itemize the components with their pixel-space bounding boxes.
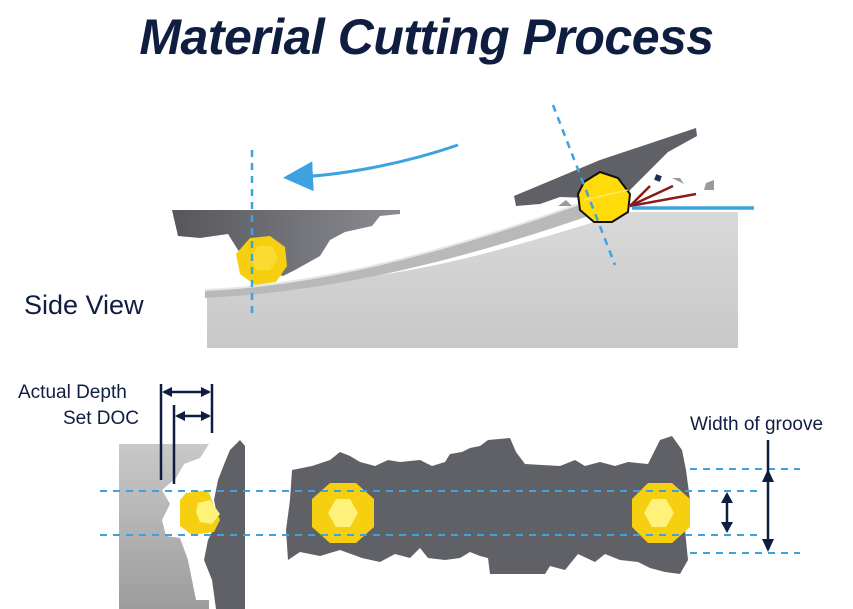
groove-guide-lines [100,468,800,554]
arrowhead-down-icon [721,522,733,533]
chip-fragment [704,180,714,190]
side-view-label: Side View [24,290,144,320]
tool-body-left [172,210,400,276]
width-of-groove-label: Width of groove [690,414,824,435]
motion-arrow-icon [283,143,459,192]
diagram-title: Material Cutting Process [139,9,714,65]
tool-body-section [204,440,245,609]
tool-body-right [514,128,697,206]
actual-depth-label: Actual Depth [18,382,127,403]
workpiece-block [207,212,738,348]
grain-axis-right [551,104,617,266]
abrasive-grain-right [576,170,632,223]
chip-sparks [629,184,697,208]
chip-fragment [558,200,572,206]
chip-fragment [654,174,662,182]
arrowhead-up-icon [721,492,733,503]
groove-top-view [100,436,800,574]
chip-fragment [672,178,684,184]
groove-tool-body [286,436,690,574]
cross-section-group [119,384,245,609]
set-doc-label: Set DOC [63,408,140,429]
dimension-arrowheads [162,387,211,421]
grain-top-right [632,483,690,543]
groove-width-dimensions [725,440,770,548]
arrowhead-down-icon [762,539,774,552]
grain-top-left [312,483,374,543]
arrowhead-up-icon [762,469,774,482]
side-view-group [172,104,754,348]
